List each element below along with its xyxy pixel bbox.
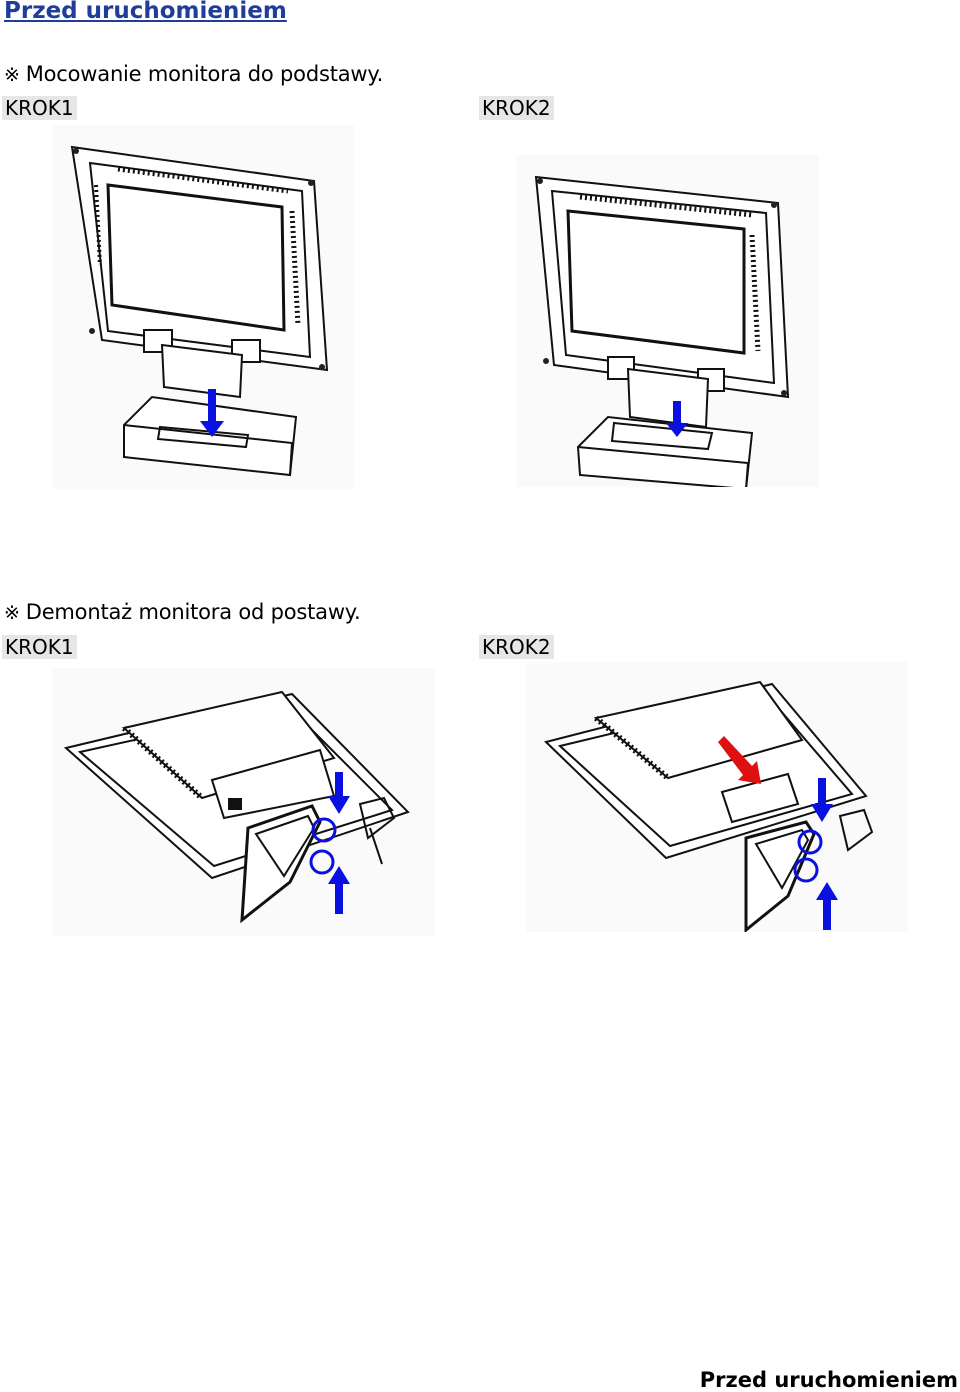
removal-section-title: ※Demontaż monitora od postawy. (4, 600, 361, 624)
down-arrow-icon (200, 389, 224, 437)
footer-title: Przed uruchomieniem (699, 1368, 958, 1392)
mounting-section-title: ※Mocowanie monitora do podstawy. (4, 62, 383, 86)
removal-title-text: Demontaż monitora od postawy. (25, 600, 361, 624)
down-arrow-icon (328, 772, 350, 814)
up-arrow-icon (816, 882, 838, 930)
diagonal-arrow-icon (718, 736, 761, 784)
down-arrow-icon (666, 401, 688, 437)
down-arrow-icon (811, 778, 833, 822)
page-title: Przed uruchomieniem (4, 0, 287, 24)
mounting-step2-figure (516, 155, 819, 487)
removal-step2-label: KROK2 (479, 635, 554, 659)
mounting-title-text: Mocowanie monitora do podstawy. (25, 62, 384, 86)
up-arrow-icon (328, 866, 350, 914)
reference-mark-icon: ※ (4, 602, 20, 624)
reference-mark-icon: ※ (4, 64, 20, 86)
removal-step1-figure (52, 668, 435, 936)
mounting-step2-label: KROK2 (479, 96, 554, 120)
removal-step2-figure (526, 662, 908, 932)
mounting-step1-label: KROK1 (2, 96, 77, 120)
mounting-step1-figure (52, 125, 354, 489)
removal-step1-label: KROK1 (2, 635, 77, 659)
